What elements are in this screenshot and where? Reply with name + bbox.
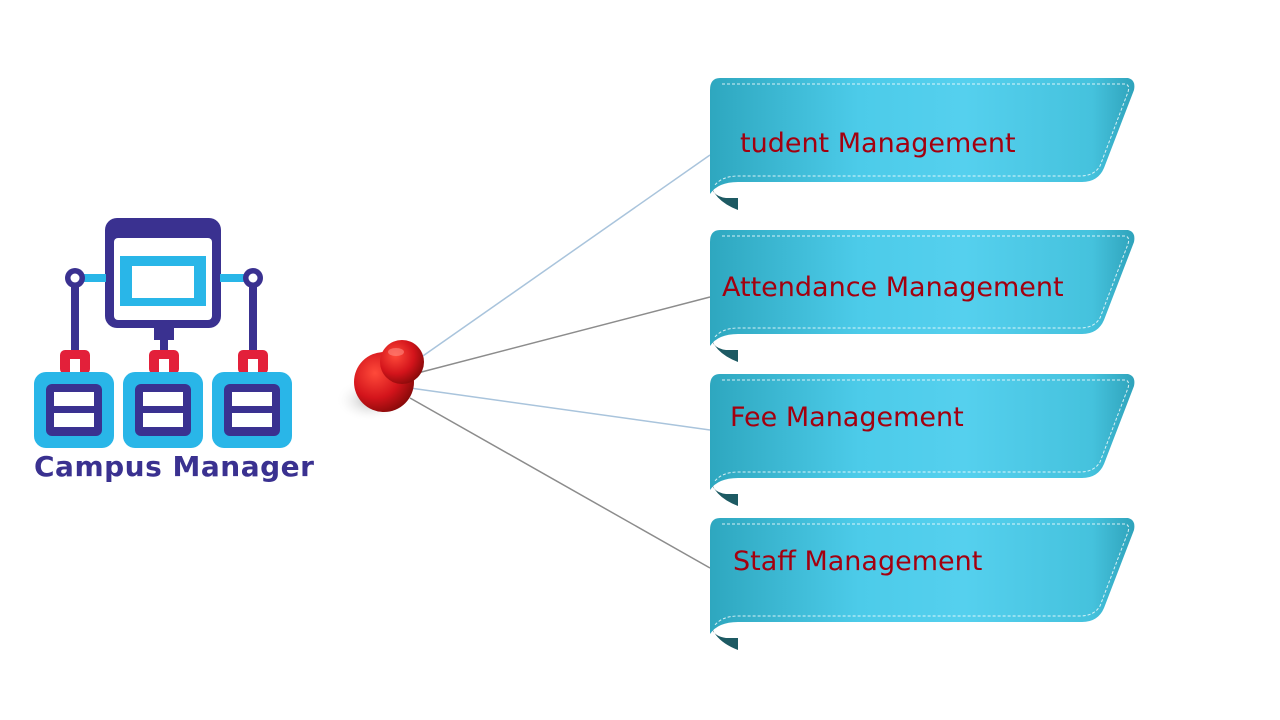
- module-label: tudent Management: [740, 128, 1016, 159]
- module-label: Fee Management: [730, 402, 964, 433]
- module-label: Attendance Management: [722, 272, 1064, 303]
- push-pin-icon: [336, 340, 424, 422]
- module-label: Staff Management: [733, 546, 983, 577]
- campus-manager-logo-icon: [34, 218, 292, 448]
- logo-title: Campus Manager: [34, 450, 315, 483]
- module-ribbon-staff: Staff Management: [708, 516, 1136, 650]
- module-ribbon-student: tudent Management: [708, 76, 1136, 210]
- module-ribbon-fee: Fee Management: [708, 372, 1136, 506]
- module-ribbon-attendance: Attendance Management: [708, 228, 1136, 362]
